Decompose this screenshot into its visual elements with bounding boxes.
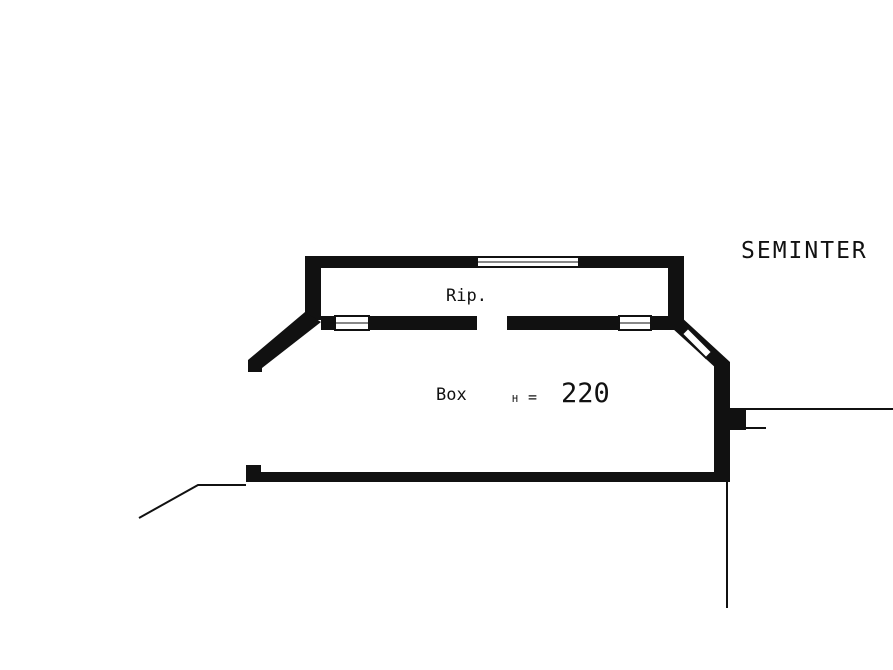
- height-equals-label: =: [528, 388, 537, 406]
- context-lines: [138, 408, 893, 608]
- box-angled-window: [680, 326, 714, 360]
- box-room-label: Box: [436, 385, 467, 405]
- height-value-label: 220: [561, 378, 610, 409]
- storage-room-walls: [305, 256, 684, 322]
- partition-wall-segment-1: [369, 316, 477, 330]
- box-bottom-wall: [246, 472, 730, 482]
- partition-wall-segment-2: [507, 316, 619, 330]
- box-bottom-left-jamb: [246, 465, 261, 482]
- box-left-angled-wall: [248, 312, 321, 372]
- floor-name-label: SEMINTER: [741, 238, 868, 264]
- storage-left-wall: [305, 256, 321, 320]
- partition-wall-left-stub: [321, 316, 335, 330]
- outer-left-angled-line: [138, 484, 246, 519]
- partition-wall: [321, 315, 684, 331]
- box-right-wall-bracket: [730, 408, 746, 430]
- box-right-wall: [714, 362, 730, 482]
- storage-room-label: Rip.: [446, 286, 487, 306]
- storage-top-wall-right: [579, 256, 683, 268]
- height-prefix-label: H: [512, 394, 518, 405]
- storage-top-wall-left: [305, 256, 477, 268]
- storage-right-wall: [668, 256, 684, 322]
- box-room-walls: [246, 312, 746, 482]
